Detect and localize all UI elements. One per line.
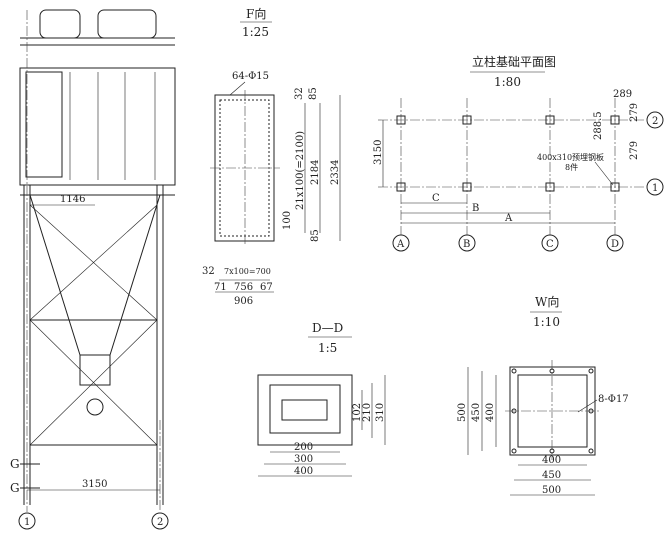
w-view-title: W向 [535,294,559,309]
dim-400: 400 [294,466,313,477]
dim-3150: 3150 [373,140,384,165]
embedded-plate-note: 400x310预埋钢板 [537,152,604,162]
dim-2184: 2184 [310,160,321,185]
f-view: F向 1:25 64-Φ15 32 85 21x100(=2100) 2184 … [202,6,341,307]
dim-400: 400 [542,455,561,466]
dim-c: C [432,193,440,204]
dim-300: 300 [294,454,313,465]
dim-289: 289 [613,89,632,100]
dim-400: 400 [485,403,496,422]
dim-279: 279 [629,103,640,122]
dim-32: 32 [202,266,215,277]
foundation-plan-title: 立柱基础平面图 [472,54,556,69]
dim-1146: 1146 [60,194,85,205]
dim-2334: 2334 [330,160,341,185]
dim-21x100: 21x100(=2100) [295,131,306,210]
dim-500: 500 [542,485,561,496]
section-d-d: D—D 1:5 102 210 310 200 300 400 [257,321,386,477]
col-axis-d: D [611,239,619,250]
dim-279: 279 [629,141,640,160]
dim-310: 310 [375,403,386,422]
dim-450: 450 [471,403,482,422]
col-axis-c: C [546,239,554,250]
f-view-scale: 1:25 [242,25,269,39]
dim-756: 756 [234,282,253,293]
f-view-title: F向 [246,6,266,21]
dim-102: 102 [352,403,363,422]
dim-500: 500 [457,403,468,422]
section-mark-g: G [10,457,20,471]
dim-85: 85 [308,87,319,100]
foundation-plan-scale: 1:80 [494,75,521,89]
dim-7x100: 7x100=700 [224,267,271,276]
section-dd-scale: 1:5 [318,341,337,355]
foundation-plan: 立柱基础平面图 1:80 3150 289 288.5 279 279 400x… [373,54,664,252]
holes-label: 64-Φ15 [232,71,269,82]
dust-collector-elevation: 1146 3150 G G 1 2 [10,9,176,530]
dim-200: 200 [294,442,313,453]
dim-906: 906 [234,296,253,307]
dim-67: 67 [260,282,273,293]
dim-288-5: 288.5 [593,111,604,140]
section-mark-g: G [10,481,20,495]
dim-210: 210 [362,403,373,422]
axis-2-label: 2 [157,517,163,528]
row-axis-2: 2 [652,116,658,127]
col-axis-a: A [396,239,405,250]
embedded-plate-count: 8件 [565,162,578,172]
dim-3150: 3150 [82,479,107,490]
w-view-scale: 1:10 [533,315,560,329]
dim-a: A [504,213,513,224]
dim-100: 100 [282,211,293,230]
dim-71: 71 [214,282,227,293]
w-holes-label: 8-Φ17 [598,394,629,405]
dim-450: 450 [542,470,561,481]
axis-1-label: 1 [24,517,30,528]
col-axis-b: B [463,239,470,250]
dim-b: B [472,203,479,214]
section-dd-title: D—D [312,321,343,335]
dim-85: 85 [310,229,321,242]
w-view: W向 1:10 8-Φ17 500 450 400 400 450 500 [457,294,629,496]
dim-32: 32 [294,87,305,100]
row-axis-1: 1 [652,183,658,194]
